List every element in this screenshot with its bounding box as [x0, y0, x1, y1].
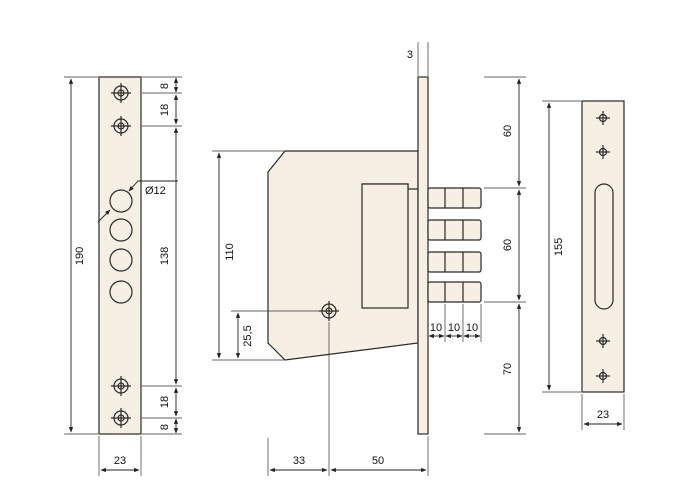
- dim-top-gap: 8: [159, 83, 171, 89]
- lock-body: 3 110 25,5 33 50 10 10 10 60: [212, 42, 526, 476]
- dim-strike-width: 23: [597, 409, 609, 421]
- bolt-mechanism: [361, 183, 409, 309]
- screw-hole-bottom-2: [111, 408, 131, 428]
- dim-plate-height: 190: [74, 247, 86, 265]
- strike-screw-4: [596, 369, 610, 383]
- dim-bottom-spacing: 18: [159, 396, 171, 408]
- strike-plate: 155 23: [542, 100, 625, 430]
- bolts: [427, 187, 482, 303]
- bolt-4: [427, 281, 482, 303]
- dim-backset-right: 50: [372, 455, 384, 467]
- strike-plate-body: [581, 100, 625, 393]
- case-screw-hole: [319, 301, 339, 321]
- dim-bolt-spacing-1: 10: [430, 322, 442, 334]
- cylinder-hole-1: [109, 189, 133, 213]
- bolt-1: [427, 187, 482, 209]
- dim-bottom-offset: 70: [502, 363, 514, 375]
- screw-hole-top-1: [111, 83, 131, 103]
- strike-screw-2: [596, 145, 610, 159]
- dim-faceplate-thickness: 3: [407, 49, 413, 61]
- dim-bolt-spacing-3: 10: [466, 322, 478, 334]
- dim-plate-width: 23: [114, 455, 126, 467]
- cylinder-hole-4: [109, 280, 133, 304]
- strike-screw-1: [596, 111, 610, 125]
- dim-bolt-zone: 60: [502, 239, 514, 251]
- strike-slot: [594, 183, 614, 310]
- cylinder-hole-2: [109, 218, 133, 242]
- strike-screw-3: [596, 334, 610, 348]
- dim-hole-span: 138: [159, 247, 171, 265]
- screw-hole-bottom-1: [111, 376, 131, 396]
- dim-hole-diameter: Ø12: [145, 185, 166, 197]
- dim-bolt-spacing-2: 10: [448, 322, 460, 334]
- lock-faceplate: [417, 76, 429, 435]
- cylinder-hole-3: [109, 248, 133, 272]
- dim-screw-height: 25,5: [242, 325, 254, 346]
- dim-screw-spacing: 18: [159, 104, 171, 116]
- left-faceplate: 190 8 18 138 18 8 Ø12 23: [64, 76, 182, 476]
- dim-backset-left: 33: [293, 455, 305, 467]
- dim-body-height: 110: [224, 243, 236, 261]
- bolt-2: [427, 219, 482, 241]
- dim-top-offset: 60: [502, 125, 514, 137]
- screw-hole-top-2: [111, 116, 131, 136]
- bolt-3: [427, 251, 482, 273]
- faceplate-body: [98, 76, 142, 435]
- dim-bottom-gap: 8: [159, 424, 171, 430]
- dim-strike-height: 155: [553, 238, 565, 256]
